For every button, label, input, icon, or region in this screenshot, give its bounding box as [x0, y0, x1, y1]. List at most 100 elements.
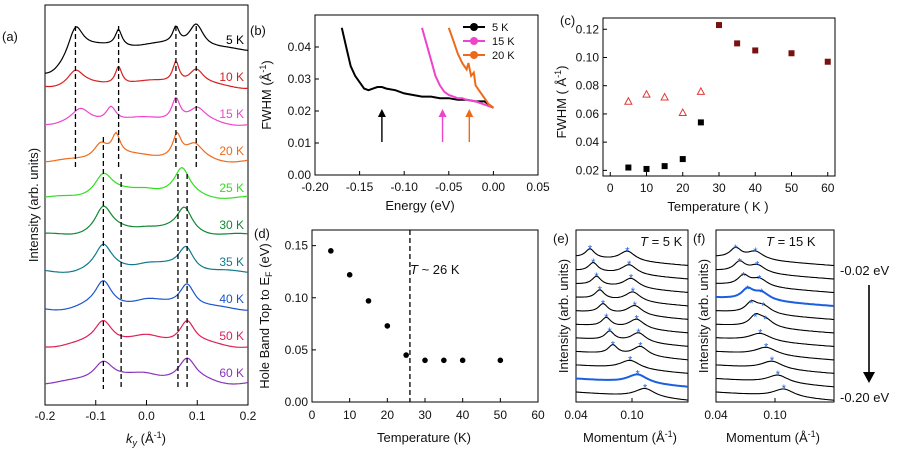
- panel-c-ytick-label: 0.04: [576, 135, 600, 149]
- panel-c-points: [624, 22, 831, 172]
- panel-a-xtick-label: 0.0: [138, 409, 155, 423]
- panel-b-xtick-label: 0.00: [482, 180, 506, 194]
- panel-a-curve: [44, 319, 249, 348]
- panel-d-point: [441, 357, 447, 364]
- panel-a-series-label: 25 K: [219, 181, 244, 195]
- panel-b-legend-label: 5 K: [492, 22, 509, 34]
- panel-a-series-label: 15 K: [219, 107, 244, 121]
- panel-f-curve: [716, 260, 835, 280]
- panel-d-points: [328, 230, 504, 402]
- panel-f-curve: [716, 273, 835, 294]
- panel-d-xtick-label: 60: [531, 408, 545, 422]
- panel-b-xtick-label: -0.10: [391, 180, 419, 194]
- panel-a-curve: [44, 280, 249, 311]
- panel-e-peak-marker: *: [601, 298, 606, 310]
- energy-arrow-head: [863, 372, 875, 383]
- panel-b-frame: [314, 14, 539, 176]
- panel-c-frame: [602, 17, 836, 177]
- panel-a-curve: [44, 243, 249, 273]
- panel-e-curve: [576, 316, 689, 334]
- panel-f-curve: [715, 346, 835, 361]
- panel-a-xtick-label: 0.1: [189, 409, 206, 423]
- panel-e-peak-marker: *: [607, 326, 612, 338]
- panel-b-ylabel: FWHM (Å-1): [258, 60, 274, 129]
- panel-d-xtick-label: 40: [456, 408, 470, 422]
- panel-a-series-label: 5 K: [226, 33, 244, 47]
- panel-e-label: (e): [553, 231, 569, 246]
- panel-f-peak-marker: *: [737, 257, 742, 269]
- panel-c-point: [697, 119, 704, 126]
- panel-b-arrow-head: [465, 109, 474, 117]
- panel-c-point: [696, 86, 706, 95]
- energy-bottom-label: -0.20 eV: [840, 390, 889, 405]
- panel-f-curve: [715, 374, 835, 388]
- panel-b-xtick-label: -0.20: [301, 180, 329, 194]
- panel-b-curve: [447, 27, 494, 109]
- panel-d-ytick-label: 0.15: [285, 239, 309, 253]
- panel-e-peak-marker: *: [633, 300, 638, 312]
- panel-f-curve: [715, 300, 835, 321]
- panel-e-curve: [576, 289, 689, 307]
- panel-c-label: (c): [560, 13, 575, 28]
- panel-a: (a) 5 K10 K15 K20 K25 K30 K35 K40 K50 K6…: [2, 4, 257, 448]
- panel-c-point: [661, 163, 668, 170]
- panel-d-xtick-label: 10: [343, 408, 357, 422]
- panel-e-xtick-label: 0.10: [620, 408, 644, 422]
- panel-d-point: [365, 298, 372, 304]
- panel-a-series-label: 35 K: [219, 255, 244, 269]
- panel-e-ylabel: Intensity (arb. units): [556, 259, 571, 373]
- panel-b-legend-label: 15 K: [492, 36, 515, 48]
- panel-d-xlabel: Temperature (K): [377, 430, 471, 445]
- panel-f-peak-marker: *: [764, 341, 769, 353]
- panel-d-point: [459, 357, 466, 364]
- panel-e-peak-marker: *: [598, 285, 603, 297]
- panel-e-peak-marker: *: [635, 313, 640, 325]
- panel-b-ytick-label: 0.02: [288, 104, 312, 118]
- panel-f-curves: *****************: [715, 243, 835, 401]
- panel-e-curve: [575, 359, 689, 374]
- panel-b-xlabel: Energy (eV): [385, 198, 454, 213]
- panel-d-xtick-label: 0: [309, 408, 316, 422]
- panel-d-xtick-label: 50: [494, 408, 508, 422]
- panel-c-point: [716, 22, 722, 29]
- panel-d-point: [422, 357, 428, 364]
- panel-e-curve: [575, 373, 689, 388]
- panel-e-peak-marker: *: [594, 271, 599, 283]
- panel-a-series-label: 20 K: [219, 144, 244, 158]
- panel-f-peak-marker: *: [745, 284, 750, 296]
- panel-e-curve: [575, 330, 689, 347]
- panel-e-peak-marker: *: [591, 257, 596, 269]
- panel-c-ytick-label: 0.08: [576, 79, 600, 93]
- panel-d-point: [328, 248, 334, 254]
- panel-e-peak-marker: *: [629, 273, 634, 285]
- panel-d-point: [403, 352, 409, 358]
- panel-c-point: [678, 107, 688, 117]
- panel-d-point: [497, 357, 504, 364]
- panel-c-xtick-label: 0: [607, 181, 614, 195]
- panel-c-xtick-label: 50: [785, 181, 799, 195]
- panel-d-xtick-label: 30: [418, 408, 432, 422]
- panel-f-peak-marker: *: [753, 312, 758, 324]
- panel-e-peak-marker: *: [588, 243, 593, 255]
- panel-f-title: T = 15 K: [766, 234, 816, 249]
- panel-a-xlabel: ky (Å-1): [126, 430, 166, 448]
- panel-e-peak-marker: *: [625, 245, 630, 257]
- panel-d-ylabel: Hole Band Top to EF (eV): [257, 243, 274, 388]
- panel-a-curve: [45, 97, 249, 126]
- panel-e-curves: *******************: [575, 243, 689, 401]
- panel-f-peak-marker: *: [734, 243, 739, 255]
- panel-f-ylabel: Intensity (arb. units): [696, 259, 711, 373]
- panel-b-curve: [421, 27, 494, 109]
- panel-f-peak-marker: *: [761, 301, 766, 313]
- panel-a-curve: [44, 23, 249, 74]
- panel-c-xtick-label: 60: [821, 181, 835, 195]
- panel-b-ytick-label: 0.01: [288, 136, 312, 150]
